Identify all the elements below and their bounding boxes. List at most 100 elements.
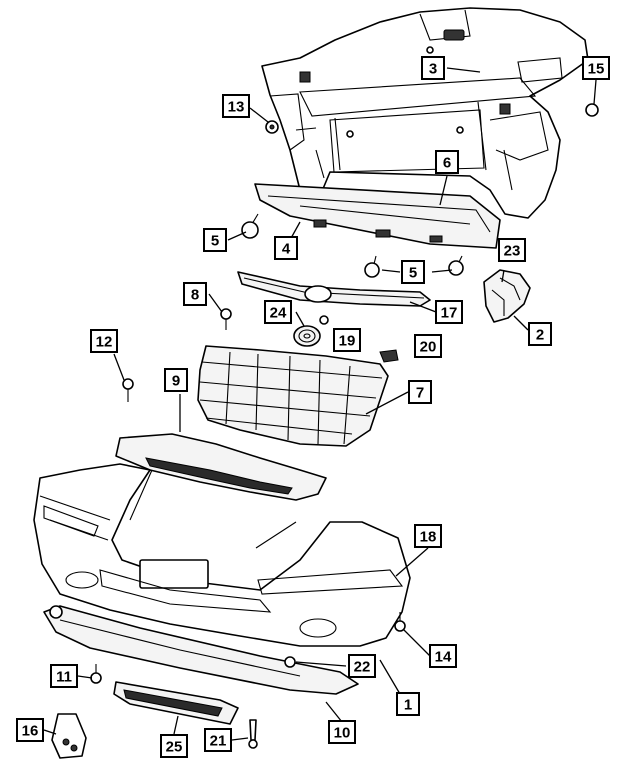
- callout-box: [50, 664, 78, 688]
- callout-box: [183, 282, 207, 306]
- callout-2: 2: [528, 322, 552, 346]
- callout-box: [414, 334, 442, 358]
- hardware-bag-16: [51, 713, 87, 759]
- callout-6: 6: [435, 150, 459, 174]
- callout-10: 10: [328, 720, 356, 744]
- callout-17: 17: [435, 300, 463, 324]
- callout-number: 7: [416, 385, 424, 402]
- callout-number: 2: [536, 327, 544, 344]
- callout-box: [204, 728, 232, 752]
- callout-box: [498, 238, 526, 262]
- lower-valance: [43, 605, 359, 695]
- fastener-right-a: [364, 255, 380, 278]
- grille: [197, 345, 389, 447]
- callout-19: 19: [333, 328, 361, 352]
- screw-8: [220, 308, 232, 330]
- callout-number: 17: [441, 305, 458, 322]
- callout-9: 9: [164, 368, 188, 392]
- callout-box: [333, 328, 361, 352]
- callout-5: 5: [203, 228, 227, 252]
- fascia-bracket: [483, 269, 531, 323]
- callout-box: [90, 329, 118, 353]
- callout-23: 23: [498, 238, 526, 262]
- callout-3: 3: [421, 56, 445, 80]
- callout-number: 10: [334, 725, 351, 742]
- callout-20: 20: [414, 334, 442, 358]
- callout-box: [401, 260, 425, 284]
- callout-number: 23: [504, 243, 521, 260]
- callout-16: 16: [16, 718, 44, 742]
- grille-molding: [237, 271, 431, 307]
- callout-number: 14: [435, 649, 452, 666]
- callout-number: 11: [56, 669, 72, 686]
- callout-18: 18: [414, 524, 442, 548]
- callout-number: 5: [211, 233, 219, 250]
- callout-1: 1: [396, 692, 420, 716]
- callout-14: 14: [429, 644, 457, 668]
- callout-21: 21: [204, 728, 232, 752]
- callout-number: 3: [429, 61, 437, 78]
- callout-5: 5: [401, 260, 425, 284]
- clip-15: [585, 103, 599, 117]
- clip-21: [248, 719, 258, 749]
- fastener-left: [241, 213, 259, 239]
- callout-number: 16: [22, 723, 39, 740]
- callout-box: [328, 720, 356, 744]
- callout-13: 13: [222, 94, 250, 118]
- callout-number: 5: [409, 265, 417, 282]
- nut-13: [265, 120, 279, 134]
- clip-20: [379, 349, 399, 363]
- callout-number: 19: [339, 333, 356, 350]
- callout-number: 1: [404, 697, 412, 714]
- callout-box: [274, 236, 298, 260]
- callout-box: [582, 56, 610, 80]
- screw-22: [284, 656, 296, 668]
- radiator-support-frame: [261, 7, 589, 219]
- callout-box: [222, 94, 250, 118]
- callout-number: 13: [228, 99, 245, 116]
- screw-12: [122, 378, 134, 402]
- callout-number: 21: [210, 733, 227, 750]
- lower-grille: [113, 681, 239, 725]
- callout-box: [408, 380, 432, 404]
- callout-number: 25: [166, 739, 183, 756]
- callout-box: [348, 654, 376, 678]
- callout-8: 8: [183, 282, 207, 306]
- front-fascia: [33, 463, 411, 647]
- clip-19: [319, 315, 329, 325]
- fastener-right-b: [448, 255, 464, 276]
- screw-11: [90, 664, 102, 684]
- callout-box: [396, 692, 420, 716]
- callout-box: [435, 150, 459, 174]
- callout-number: 24: [270, 305, 287, 322]
- callout-7: 7: [408, 380, 432, 404]
- callout-box: [429, 644, 457, 668]
- callout-number: 8: [191, 287, 199, 304]
- callout-number: 6: [443, 155, 451, 172]
- callout-number: 20: [420, 339, 437, 356]
- upper-fascia-support: [115, 433, 327, 501]
- callout-22: 22: [348, 654, 376, 678]
- bumper-beam: [254, 183, 501, 249]
- callout-box: [264, 300, 292, 324]
- callout-number: 12: [96, 334, 113, 351]
- callout-number: 4: [282, 241, 291, 258]
- callout-number: 22: [354, 659, 371, 676]
- callout-15: 15: [582, 56, 610, 80]
- callout-4: 4: [274, 236, 298, 260]
- callout-box: [435, 300, 463, 324]
- callout-box: [160, 734, 188, 758]
- callout-box: [414, 524, 442, 548]
- callout-number: 9: [172, 373, 180, 390]
- callout-12: 12: [90, 329, 118, 353]
- emblem-24: [293, 325, 321, 347]
- callout-box: [16, 718, 44, 742]
- callout-number: 18: [420, 529, 437, 546]
- callout-box: [164, 368, 188, 392]
- callout-box: [203, 228, 227, 252]
- callout-24: 24: [264, 300, 292, 324]
- callout-11: 11: [50, 664, 78, 688]
